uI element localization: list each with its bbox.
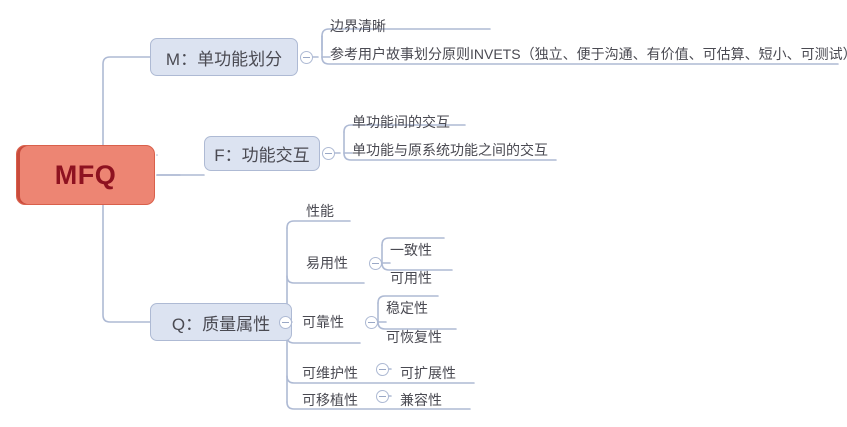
leaf-node-compatibility-label: 兼容性 xyxy=(400,391,442,408)
collapse-toggle-f[interactable] xyxy=(322,147,335,160)
collapse-toggle-usability[interactable] xyxy=(369,257,382,270)
branch-node-q[interactable]: Q：质量属性 xyxy=(150,303,292,341)
branch-node-q-label: Q：质量属性 xyxy=(171,314,271,334)
leaf-node-f-2-label: 单功能与原系统功能之间的交互 xyxy=(352,141,548,158)
leaf-node-compatibility[interactable]: 兼容性 xyxy=(400,388,442,410)
leaf-node-q-portability[interactable]: 可移植性 xyxy=(302,388,358,410)
leaf-node-stability[interactable]: 稳定性 xyxy=(386,296,428,318)
leaf-node-f-2[interactable]: 单功能与原系统功能之间的交互 xyxy=(352,138,548,160)
leaf-node-m-1[interactable]: 边界清晰 xyxy=(330,14,386,36)
leaf-node-m-2-label: 参考用户故事划分原则INVETS（独立、便于沟通、有价值、可估算、短小、可测试） xyxy=(330,45,847,62)
leaf-node-availability[interactable]: 可用性 xyxy=(390,266,432,288)
leaf-node-f-1-label: 单功能间的交互 xyxy=(352,113,450,130)
collapse-toggle-portability[interactable] xyxy=(376,390,389,403)
collapse-toggle-maintainability[interactable] xyxy=(376,363,389,376)
collapse-toggle-q[interactable] xyxy=(279,316,292,329)
collapse-toggle-m[interactable] xyxy=(300,51,313,64)
leaf-node-extensibility-label: 可扩展性 xyxy=(400,364,456,381)
leaf-node-q-usability[interactable]: 易用性 xyxy=(306,251,348,273)
leaf-node-q-maintainability[interactable]: 可维护性 xyxy=(302,361,358,383)
leaf-node-stability-label: 稳定性 xyxy=(386,299,428,316)
leaf-node-consistency[interactable]: 一致性 xyxy=(390,238,432,260)
leaf-node-f-1[interactable]: 单功能间的交互 xyxy=(352,110,450,132)
leaf-node-q-performance[interactable]: 性能 xyxy=(306,199,334,221)
leaf-node-q-portability-label: 可移植性 xyxy=(302,391,358,408)
leaf-node-m-2[interactable]: 参考用户故事划分原则INVETS（独立、便于沟通、有价值、可估算、短小、可测试） xyxy=(330,42,847,64)
leaf-node-recoverability[interactable]: 可恢复性 xyxy=(386,325,442,347)
leaf-node-q-reliability[interactable]: 可靠性 xyxy=(302,310,344,332)
branch-node-m-label: M：单功能划分 xyxy=(165,49,283,69)
branch-node-f[interactable]: F：功能交互 xyxy=(204,136,320,171)
leaf-node-recoverability-label: 可恢复性 xyxy=(386,328,442,345)
leaf-node-q-maintainability-label: 可维护性 xyxy=(302,364,358,381)
root-node-label: MFQ xyxy=(54,159,117,190)
collapse-toggle-reliability[interactable] xyxy=(365,316,378,329)
leaf-node-consistency-label: 一致性 xyxy=(390,241,432,258)
leaf-node-q-performance-label: 性能 xyxy=(306,202,334,219)
leaf-node-availability-label: 可用性 xyxy=(390,269,432,286)
branch-node-m[interactable]: M：单功能划分 xyxy=(150,38,298,76)
leaf-node-m-1-label: 边界清晰 xyxy=(330,17,386,34)
leaf-node-q-usability-label: 易用性 xyxy=(306,254,348,271)
leaf-node-q-reliability-label: 可靠性 xyxy=(302,313,344,330)
branch-node-f-label: F：功能交互 xyxy=(214,146,310,165)
leaf-node-extensibility[interactable]: 可扩展性 xyxy=(400,361,456,383)
root-node-mfq[interactable]: MFQ xyxy=(16,145,155,205)
